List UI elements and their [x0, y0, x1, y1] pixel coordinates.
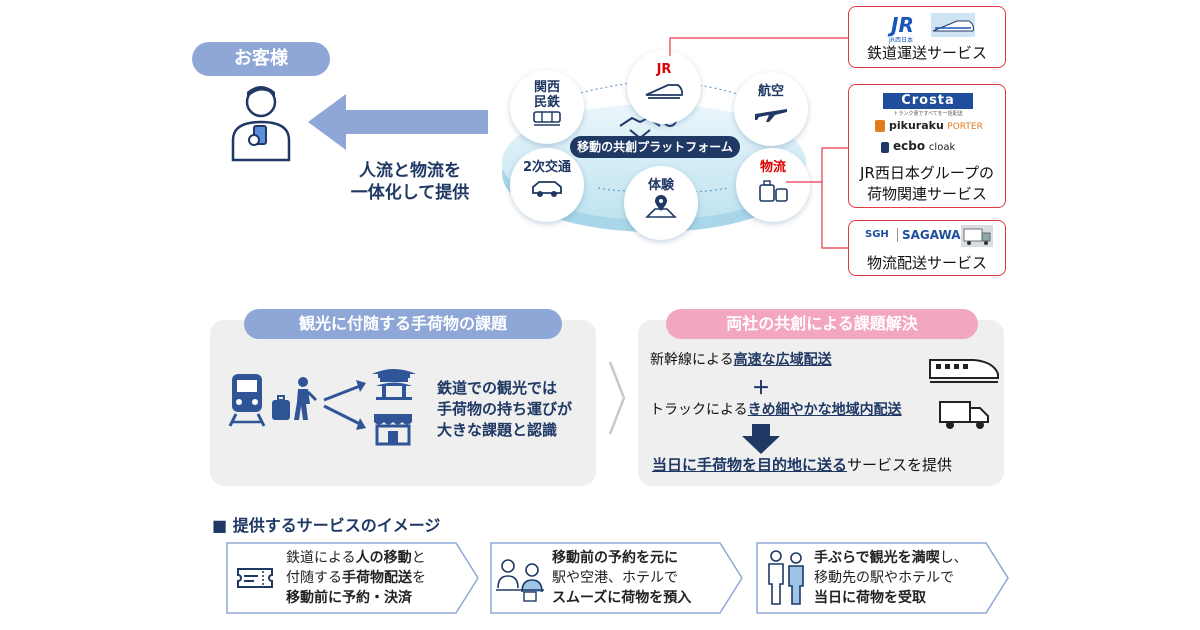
- luggage-caption-line2: 荷物関連サービス: [866, 185, 987, 203]
- node-kansai-railway: 関西 民鉄: [510, 70, 584, 144]
- tram-icon: [533, 111, 561, 126]
- solution-row1-prefix: 新幹線による: [650, 352, 734, 368]
- step3-l1a: 手ぶらで: [814, 550, 870, 566]
- sagawa-logo: SAGAWA: [897, 228, 961, 242]
- delivery-truck-photo-icon: [961, 225, 993, 247]
- step1-l2b: 手荷物配送: [342, 570, 412, 586]
- crosta-logo-sub: トランク便ですべてを一括配送: [893, 111, 963, 117]
- sgh-logo: SGH: [865, 229, 889, 240]
- platform-center-label: 移動の共創プラットフォーム: [570, 136, 740, 158]
- step3-text: 手ぶらで観光を満喫し、 移動先の駅やホテルで 当日に荷物を受取: [814, 548, 968, 608]
- step3-l1c: し、: [939, 550, 968, 566]
- step1-l2a: 付随する: [286, 570, 342, 586]
- map-pin-icon: [645, 195, 677, 218]
- flow-text-line1: 人流と物流を: [359, 161, 461, 181]
- solution-result-bold: 当日に手荷物を目的地に送る: [652, 456, 848, 474]
- bullet-train-icon: [929, 359, 999, 383]
- node-kansai-label-1: 関西: [533, 80, 560, 95]
- shop-icon: [374, 414, 412, 446]
- step3-l1b: 観光を満喫: [869, 550, 940, 566]
- flow-arrow-left: [308, 94, 488, 150]
- ecbo-bag-icon: [881, 142, 889, 153]
- step1-card-shape: [226, 542, 479, 614]
- issue-text-line1: 鉄道での観光では: [437, 379, 558, 397]
- issue-title: 観光に付随する手荷物の課題: [244, 309, 562, 339]
- step1-text: 鉄道による人の移動と 付随する手荷物配送を 移動前に予約・決済: [286, 548, 426, 608]
- step2-l3: スムーズに荷物を預入: [552, 590, 692, 606]
- step2-text: 移動前の予約を元に 駅や空港、ホテルで スムーズに荷物を預入: [552, 548, 691, 608]
- jr-west-logo: JR: [891, 13, 914, 37]
- pikuraku-logo-1: pikuraku: [889, 119, 944, 132]
- node-logistics-label: 物流: [759, 160, 786, 175]
- step1-l1c: と: [411, 550, 426, 566]
- tourists-icon: [768, 550, 804, 605]
- solution-row2-bold: きめ細やかな地域内配送: [747, 402, 902, 418]
- customer-icon: [231, 86, 291, 162]
- luggage-caption-line1: JR西日本グループの: [860, 164, 994, 182]
- traveler-with-luggage-icon: [272, 377, 318, 420]
- ticket-icon: [237, 568, 273, 588]
- luggage-icon: [759, 180, 788, 202]
- step3-l2: 移動先の駅やホテルで: [814, 570, 954, 586]
- solution-row1-bold1: 高速な: [733, 352, 776, 368]
- connector-lines: [669, 37, 848, 249]
- issue-text-line3: 大きな課題と認識: [437, 421, 558, 439]
- arrows-to-destinations: [323, 380, 366, 430]
- delivery-service-caption: 物流配送サービス: [866, 254, 987, 272]
- car-icon: [532, 181, 562, 197]
- chevron-right-icon: [608, 361, 626, 435]
- step2-card-shape: [490, 542, 743, 614]
- shinkansen-photo-icon: [931, 13, 975, 37]
- issue-text-line2: 手荷物の持ち運びが: [437, 400, 573, 418]
- airplane-icon: [755, 109, 787, 122]
- jr-west-logo-sub: JR西日本: [889, 37, 913, 44]
- step2-l2: 駅や空港、ホテルで: [552, 570, 678, 586]
- rail-service-box: JR JR西日本 鉄道運送サービス: [848, 6, 1006, 68]
- node-experience-label: 体験: [647, 178, 674, 193]
- node-experience: 体験: [624, 166, 698, 240]
- luggage-service-box: Crosta トランク便ですべてを一括配送 pikuraku PORTER ec…: [848, 84, 1006, 208]
- node-kansai-label-2: 民鉄: [533, 95, 560, 110]
- flow-text-line2: 一体化して提供: [350, 183, 470, 203]
- ecbo-logo: ecbo cloak: [893, 139, 955, 153]
- pikuraku-logo-2: PORTER: [947, 122, 983, 132]
- solution-result-suffix: サービスを提供: [847, 456, 953, 474]
- train-icon: [228, 374, 266, 427]
- solution-row2: トラックによるきめ細やかな地域内配送: [650, 400, 902, 420]
- node-jr: JR: [627, 50, 701, 124]
- node-jr-label: JR: [656, 62, 672, 77]
- ecbo-logo-2: cloak: [928, 142, 956, 153]
- pikuraku-bag-icon: [875, 120, 885, 132]
- service-image-heading: ■ 提供するサービスのイメージ: [212, 516, 441, 535]
- node-secondary-label: 2次交通: [522, 160, 572, 175]
- step3-card-shape: [756, 542, 1009, 614]
- crosta-logo: Crosta: [883, 93, 973, 109]
- node-logistics: 物流: [736, 148, 810, 222]
- step1-l3: 移動前に予約・決済: [286, 590, 412, 606]
- counter-staff-icon: [496, 559, 544, 602]
- down-arrow-icon: [742, 424, 780, 454]
- solution-result: 当日に手荷物を目的地に送るサービスを提供: [652, 455, 952, 475]
- node-secondary-transport: 2次交通: [510, 148, 584, 222]
- solution-row1: 新幹線による高速な広域配送: [650, 350, 832, 370]
- rail-service-caption: 鉄道運送サービス: [866, 44, 987, 62]
- ecbo-logo-1: ecbo: [893, 139, 926, 153]
- solution-row2-prefix: トラックによる: [650, 402, 748, 418]
- step1-l1b: 人の移動: [355, 550, 412, 566]
- solution-title: 両社の共創による課題解決: [666, 309, 978, 339]
- truck-icon: [939, 401, 989, 429]
- node-air-label: 航空: [757, 84, 784, 99]
- step1-l2c: を: [412, 570, 426, 586]
- step2-l1: 移動前の予約を元に: [552, 550, 678, 566]
- pikuraku-logo: pikuraku PORTER: [889, 119, 983, 132]
- step3-l3: 当日に荷物を受取: [814, 590, 926, 606]
- delivery-service-box: SGH SAGAWA 物流配送サービス: [848, 220, 1006, 276]
- temple-icon: [372, 369, 416, 400]
- customer-label: お客様: [192, 42, 330, 76]
- step1-l1a: 鉄道による: [286, 550, 356, 566]
- solution-row1-bold2: 広域配送: [775, 352, 832, 368]
- shinkansen-icon: [645, 84, 684, 99]
- solution-plus: ＋: [752, 378, 770, 399]
- node-air: 航空: [734, 72, 808, 146]
